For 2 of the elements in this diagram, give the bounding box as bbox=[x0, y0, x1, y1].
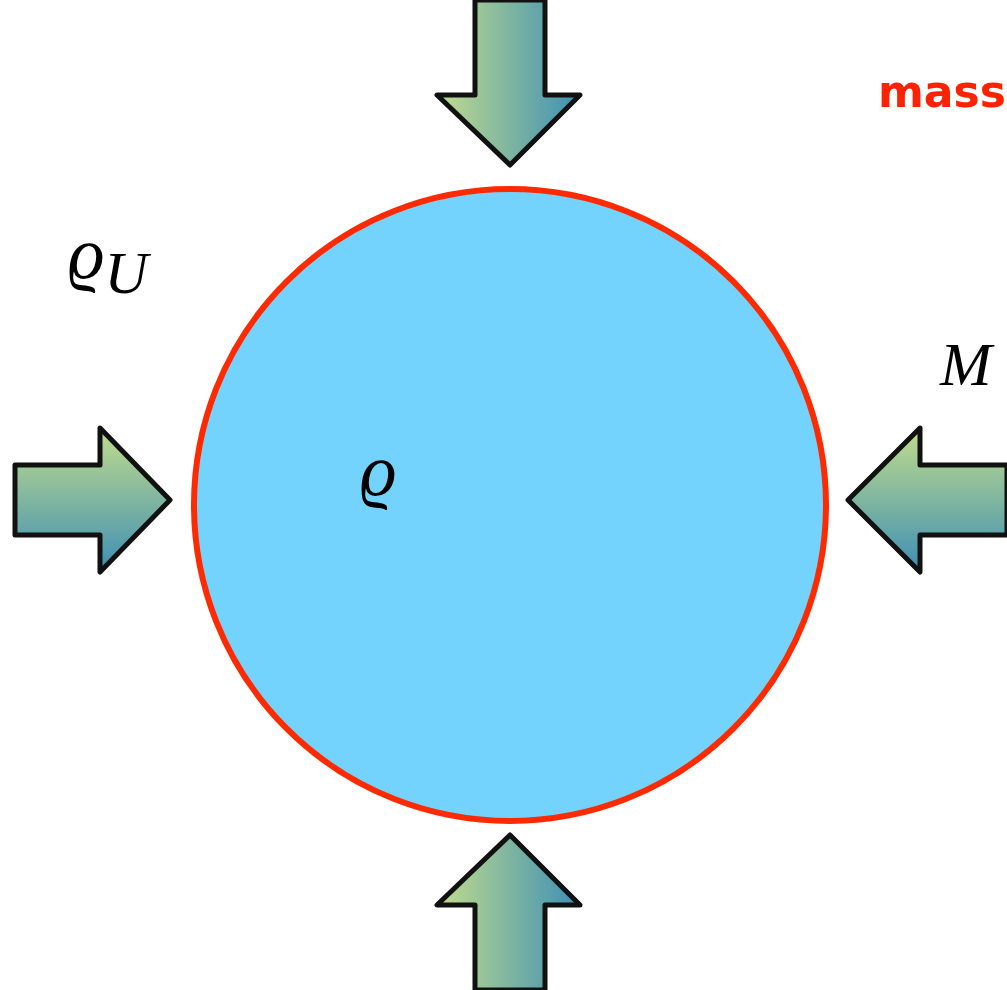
annotation-text: mass bbox=[878, 68, 1006, 117]
circle bbox=[190, 185, 830, 825]
